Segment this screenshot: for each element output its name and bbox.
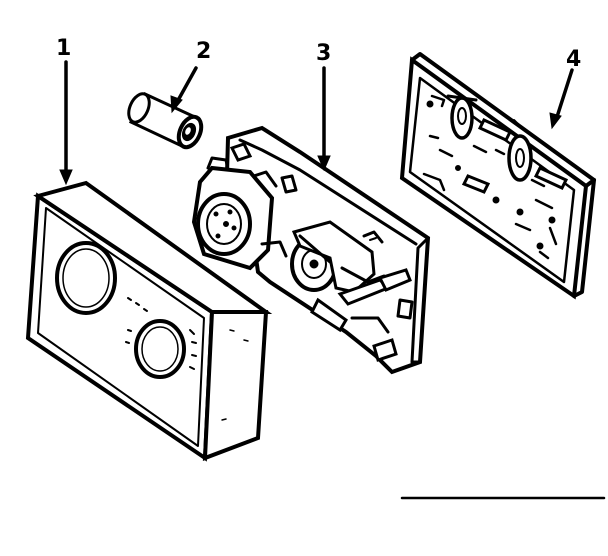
- leader-arrows: [59, 60, 574, 186]
- leader-arrow-3: [317, 66, 331, 172]
- leader-arrow-1: [59, 60, 73, 186]
- callout-4: 4: [566, 47, 581, 72]
- part-4-wall-plate: [399, 52, 596, 300]
- part-1-front-cover: [25, 180, 273, 462]
- part-2-battery: [127, 92, 204, 150]
- callout-1: 1: [56, 36, 71, 61]
- callout-labels: 1 2 3 4: [56, 36, 581, 72]
- leader-arrow-2: [170, 66, 198, 114]
- callout-2: 2: [196, 39, 211, 64]
- part-3-mechanism: [191, 125, 431, 375]
- callout-3: 3: [316, 41, 331, 66]
- leader-arrow-4: [549, 68, 574, 130]
